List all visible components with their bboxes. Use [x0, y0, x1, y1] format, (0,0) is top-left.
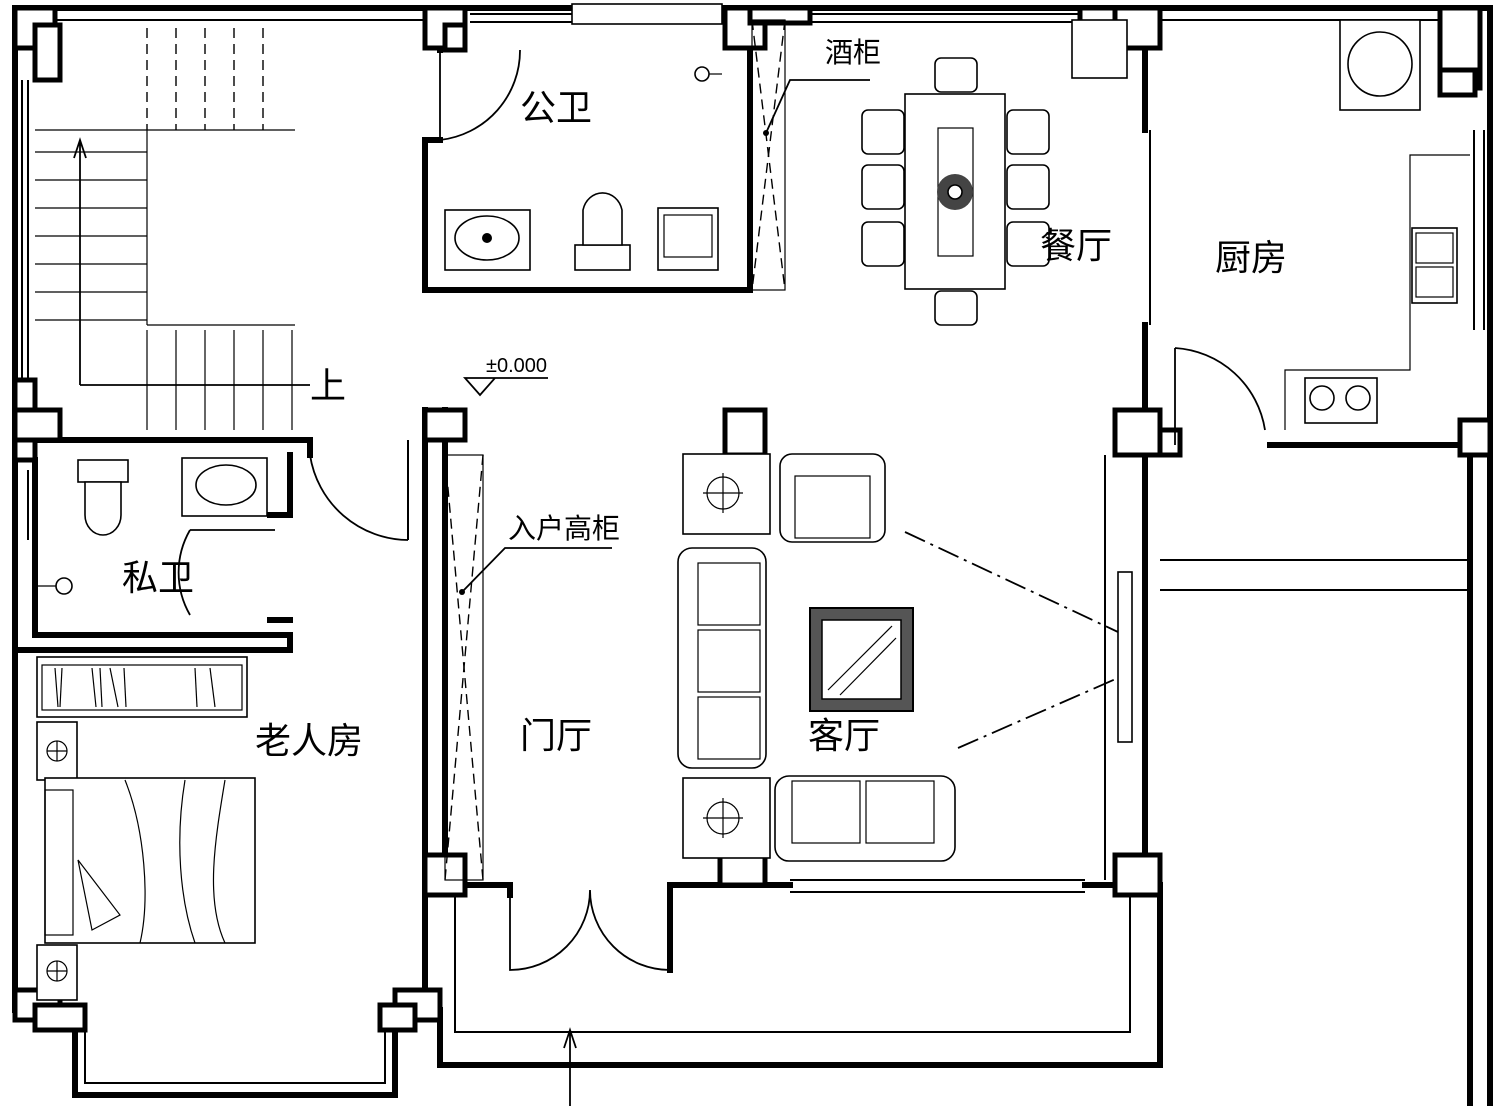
private-bath-fixtures	[35, 457, 268, 595]
columns	[12, 5, 1493, 1033]
stair-arrow	[73, 137, 310, 386]
label-elder-room: 老人房	[255, 721, 363, 762]
dining-table	[861, 19, 1128, 326]
label-kitchen: 厨房	[1215, 238, 1287, 279]
labels: 公卫 酒柜 餐厅 厨房 上 入户高柜 私卫 老人房 门厅 客厅	[122, 36, 1287, 762]
doors	[177, 49, 1266, 1106]
label-living: 客厅	[808, 716, 880, 757]
kitchen-fixtures	[1284, 19, 1470, 430]
entry-cabinet	[444, 454, 612, 881]
label-foyer: 门厅	[520, 716, 592, 757]
label-public-bath: 公卫	[520, 88, 592, 129]
label-stair-up: 上	[310, 366, 346, 407]
label-wine-cabinet: 酒柜	[825, 36, 881, 69]
elevation-label: ±0.000	[486, 355, 547, 377]
elder-room-furniture	[36, 656, 256, 1001]
label-private-bath: 私卫	[122, 558, 194, 599]
stairs	[35, 28, 310, 430]
wine-cabinet	[751, 19, 870, 291]
label-dining: 餐厅	[1040, 226, 1112, 267]
label-entry-cabinet: 入户高柜	[508, 512, 620, 545]
public-bath-fixtures	[444, 66, 722, 271]
elevation-mark: ±0.000	[463, 355, 548, 397]
living-room-furniture	[677, 453, 1133, 862]
